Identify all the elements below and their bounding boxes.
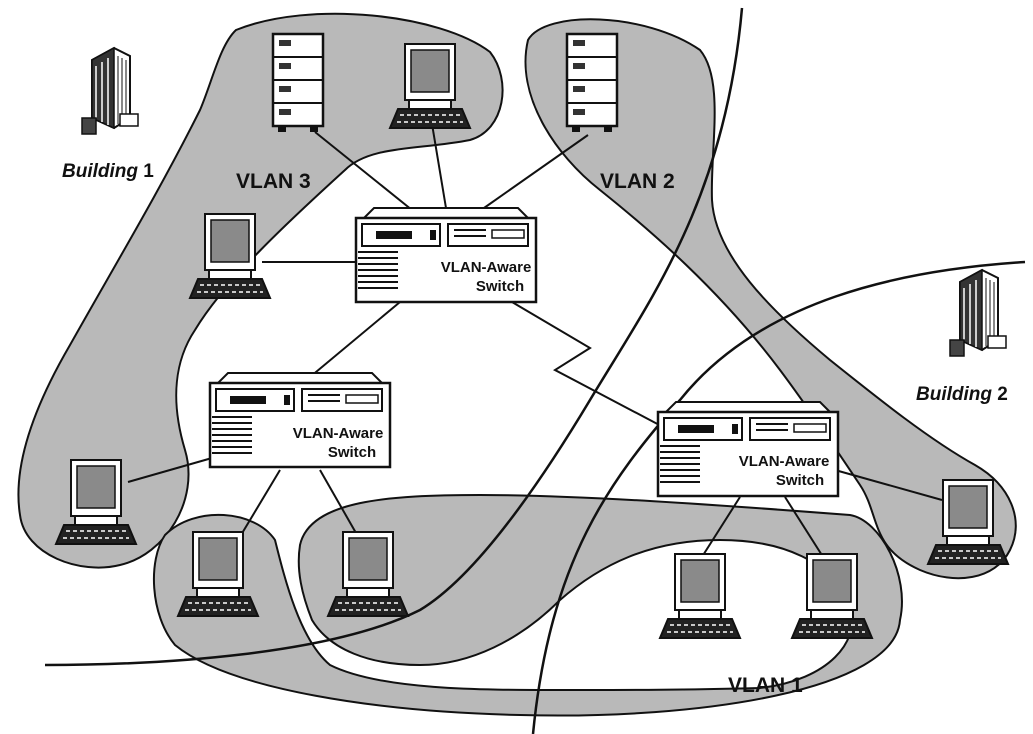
- vlan-1-region: [152, 493, 903, 717]
- server-icon: [565, 32, 619, 134]
- vlan-1-label: VLAN 1: [728, 674, 803, 697]
- vlan-2-label: VLAN 2: [600, 170, 675, 193]
- building-icon: [81, 47, 139, 135]
- switch-label: Switch: [328, 444, 376, 461]
- building-2-label: Building 2: [916, 384, 1008, 405]
- building-1-label: Building 1: [62, 161, 154, 182]
- vlan-3-label: VLAN 3: [236, 170, 311, 193]
- switch-label: VLAN-Aware: [293, 425, 384, 442]
- computer-icon: [659, 553, 741, 639]
- switch-label: Switch: [776, 472, 824, 489]
- switch-label: Switch: [476, 278, 524, 295]
- vlan-3-region: [17, 12, 504, 569]
- switch-label: VLAN-Aware: [739, 453, 830, 470]
- building-icon: [949, 269, 1007, 357]
- switch-label: VLAN-Aware: [441, 259, 532, 276]
- server-icon: [271, 32, 325, 134]
- vlan-2-region: [524, 18, 1017, 580]
